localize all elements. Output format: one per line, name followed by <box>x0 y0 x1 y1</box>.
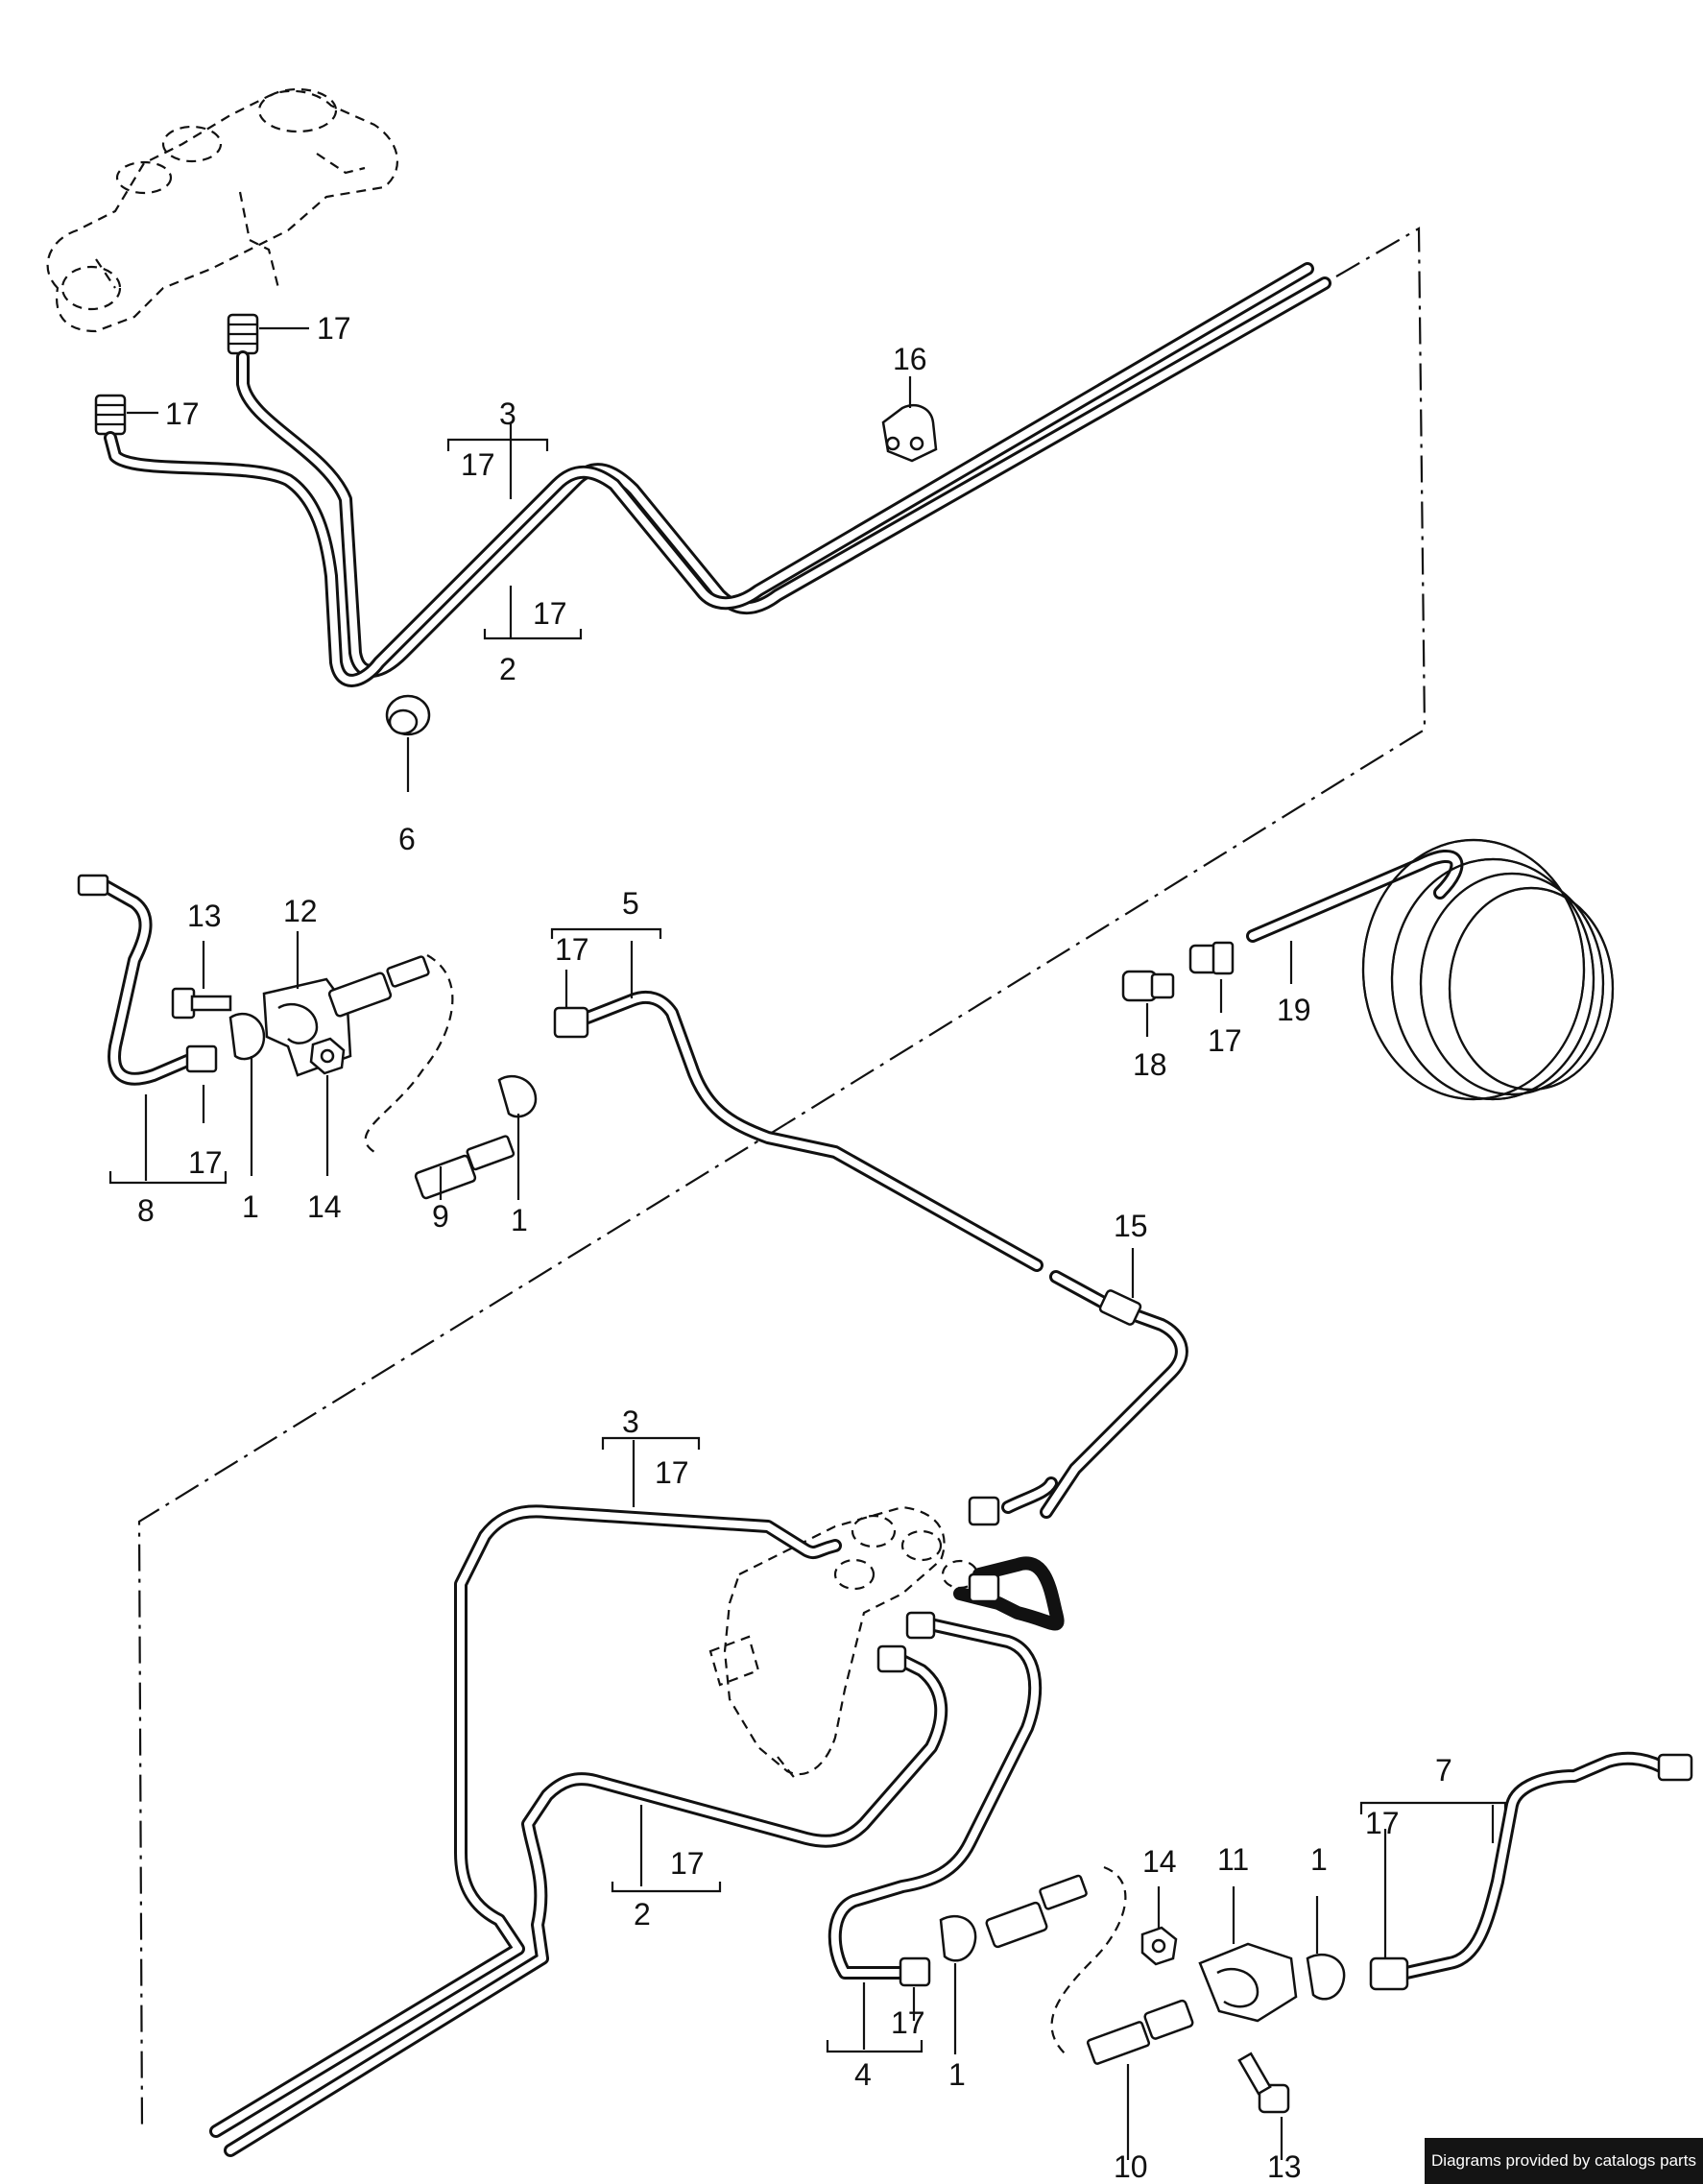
callout-2: 2 <box>634 1897 651 1932</box>
callout-1: 1 <box>948 2057 966 2092</box>
callout-11: 11 <box>1217 1842 1249 1877</box>
bracket-11 <box>1198 1886 1298 2023</box>
brake-pipe-coil-19 <box>1246 838 1615 1101</box>
callout-1: 1 <box>1310 1842 1328 1877</box>
grommet-6 <box>385 694 431 792</box>
attribution-footer: Diagrams provided by catalogs parts <box>1425 2138 1703 2184</box>
callout-17: 17 <box>317 311 351 346</box>
callout-17: 17 <box>555 932 589 967</box>
brake-pipe-bottom-4 <box>828 1616 1043 1987</box>
clip-1-left <box>228 1012 266 1176</box>
callout-13: 13 <box>1267 2149 1302 2184</box>
callout-3: 3 <box>499 396 516 431</box>
callout-2: 2 <box>499 652 516 686</box>
hose-9 <box>327 954 516 1200</box>
bolt-13-right <box>1237 2052 1290 2160</box>
brake-pipe-5 <box>553 990 1043 1272</box>
callout-13: 13 <box>187 899 222 933</box>
bolt-13-left <box>171 941 232 1020</box>
attribution-text: Diagrams provided by catalogs parts <box>1431 2151 1696 2170</box>
master-cylinder-phantom <box>46 87 398 333</box>
callout-3: 3 <box>622 1404 639 1439</box>
hose-15 <box>1040 1248 1188 1519</box>
callout-1: 1 <box>511 1203 528 1237</box>
clip-1-right <box>1306 1896 1346 2001</box>
callout-17: 17 <box>1208 1023 1242 1058</box>
callout-17: 17 <box>533 596 567 631</box>
callout-19: 19 <box>1277 993 1311 1027</box>
fitting-17-upper <box>227 313 259 355</box>
brake-pipe-bottom-2 <box>224 1654 948 2157</box>
callout-10: 10 <box>1114 2149 1148 2184</box>
leader-lines <box>108 326 1507 2053</box>
callout-5: 5 <box>622 886 639 921</box>
callout-17: 17 <box>670 1846 705 1881</box>
callout-1: 1 <box>242 1189 259 1224</box>
brake-pipe-7 <box>1369 1751 1693 1991</box>
clip-1-mid <box>497 1074 538 1200</box>
nut-14-right <box>1140 1886 1178 1966</box>
callout-17: 17 <box>461 447 495 482</box>
callout-4: 4 <box>854 2057 872 2092</box>
fitting-18 <box>1121 970 1175 1037</box>
callout-17: 17 <box>655 1455 689 1490</box>
callout-14: 14 <box>1142 1844 1177 1879</box>
brake-pipe-8 <box>77 874 218 1086</box>
callout-14: 14 <box>307 1189 342 1224</box>
hose-10 <box>985 1865 1194 2160</box>
callout-labels: 17 17 3 17 17 2 16 6 13 12 5 17 18 17 19… <box>137 311 1452 2184</box>
brake-pipe-top-2 <box>236 276 1331 678</box>
callout-17: 17 <box>891 2005 925 2040</box>
brake-pipe-bottom-3 <box>209 1504 842 2138</box>
clip-1-bottom <box>939 1914 977 2054</box>
fitting-17-lower <box>94 394 127 436</box>
callout-15: 15 <box>1114 1209 1148 1243</box>
nut-14-left <box>309 1037 346 1176</box>
pipe-clip-16 <box>881 376 938 463</box>
callout-17: 17 <box>165 396 200 431</box>
callout-7: 7 <box>1435 1753 1452 1788</box>
callout-17: 17 <box>1365 1806 1400 1840</box>
callout-16: 16 <box>893 342 927 376</box>
fitting-17-right <box>1188 941 1235 1013</box>
callout-12: 12 <box>283 894 318 928</box>
brake-pipe-top-3 <box>104 262 1314 687</box>
boundary-lines <box>137 227 1427 2132</box>
callout-17: 17 <box>188 1145 223 1180</box>
callout-6: 6 <box>398 822 416 856</box>
callout-8: 8 <box>137 1193 155 1228</box>
pipe-to-hose-15 <box>876 1476 1065 1673</box>
callout-9: 9 <box>432 1199 449 1234</box>
callout-18: 18 <box>1133 1047 1167 1082</box>
